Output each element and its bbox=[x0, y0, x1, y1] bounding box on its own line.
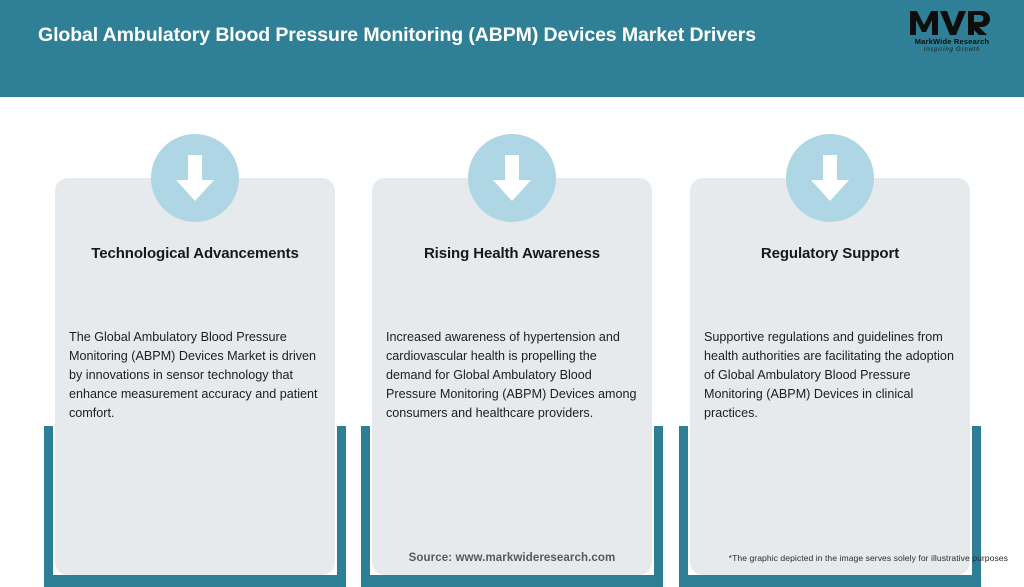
down-arrow-icon bbox=[468, 134, 556, 222]
driver-card-1: Technological Advancements The Global Am… bbox=[44, 134, 346, 587]
card-panel: Rising Health Awareness Increased awaren… bbox=[372, 134, 652, 575]
card-body-text: The Global Ambulatory Blood Pressure Mon… bbox=[69, 330, 318, 420]
markwide-research-logo: MarkWide Research Inspiring Growth bbox=[902, 10, 1002, 62]
card-title: Technological Advancements bbox=[91, 245, 299, 262]
page-title: Global Ambulatory Blood Pressure Monitor… bbox=[38, 24, 756, 46]
card-title: Regulatory Support bbox=[760, 245, 900, 262]
down-arrow-icon bbox=[786, 134, 874, 222]
card-panel: Technological Advancements The Global Am… bbox=[55, 134, 335, 575]
bracket-right-bar bbox=[972, 426, 981, 587]
driver-card-2: Rising Health Awareness Increased awaren… bbox=[361, 134, 663, 587]
bracket-bottom-bar bbox=[361, 575, 663, 587]
disclaimer-note: *The graphic depicted in the image serve… bbox=[728, 553, 1008, 563]
card-title: Rising Health Awareness bbox=[423, 245, 601, 262]
driver-card-3: Regulatory Support Supportive regulation… bbox=[679, 134, 981, 587]
card-body-text: Increased awareness of hypertension and … bbox=[386, 330, 637, 420]
bracket-right-bar bbox=[337, 426, 346, 587]
down-arrow-icon bbox=[151, 134, 239, 222]
bracket-left-bar bbox=[679, 426, 688, 587]
bracket-left-bar bbox=[361, 426, 370, 587]
logo-tagline: Inspiring Growth bbox=[923, 47, 981, 53]
bracket-right-bar bbox=[654, 426, 663, 587]
source-label: Source: www.markwideresearch.com bbox=[408, 552, 616, 564]
page-header: Global Ambulatory Blood Pressure Monitor… bbox=[0, 0, 1024, 97]
mwr-logo-mark bbox=[902, 10, 1002, 36]
bracket-bottom-bar bbox=[44, 575, 346, 587]
bracket-bottom-bar bbox=[679, 575, 981, 587]
card-body-text: Supportive regulations and guidelines fr… bbox=[704, 330, 954, 420]
card-panel: Regulatory Support Supportive regulation… bbox=[690, 134, 970, 575]
logo-company-name: MarkWide Research bbox=[914, 37, 990, 46]
bracket-left-bar bbox=[44, 426, 53, 587]
driver-cards-container: Technological Advancements The Global Am… bbox=[0, 97, 1024, 587]
